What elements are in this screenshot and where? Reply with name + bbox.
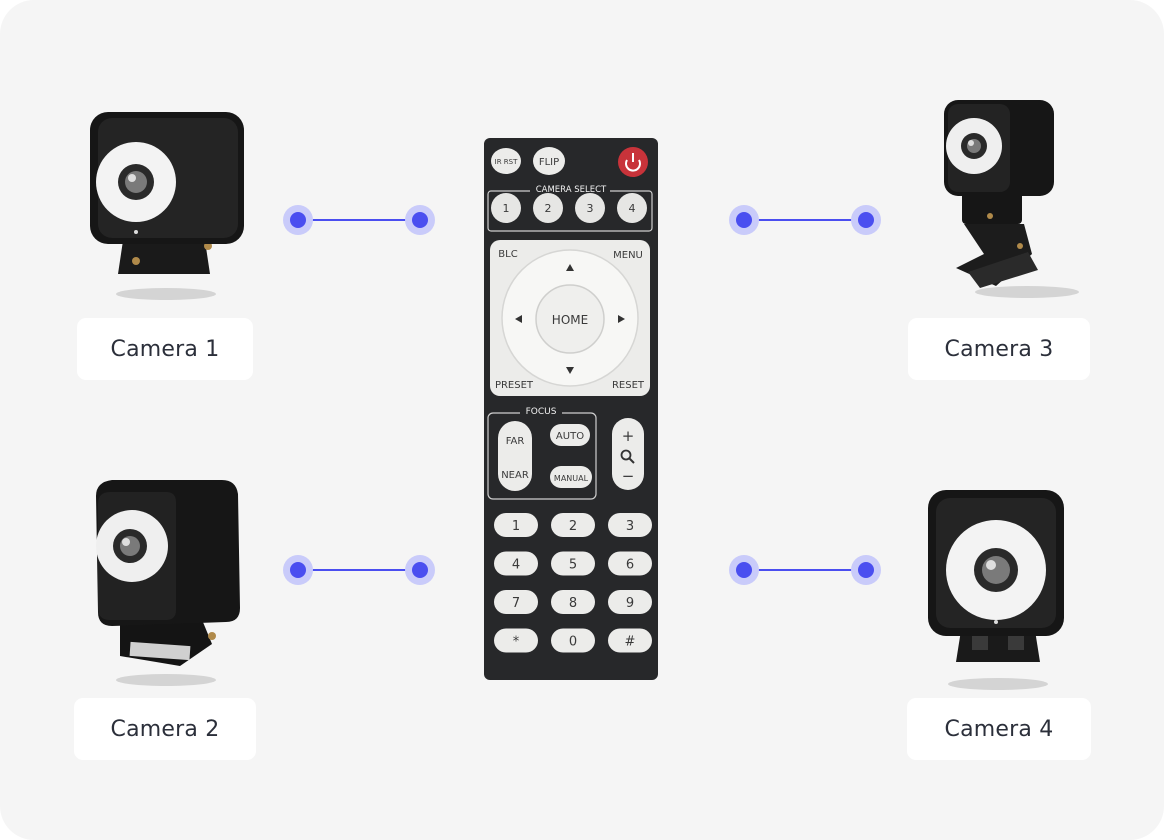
camera-select-3-label: 3 (587, 202, 594, 215)
connector-camera-4 (729, 555, 881, 585)
keypad-key[interactable]: # (608, 628, 652, 653)
camera-select-2-button[interactable]: 2 (533, 193, 563, 223)
near-button[interactable]: NEAR (501, 470, 529, 481)
keypad-key[interactable]: 9 (608, 590, 652, 614)
ir-rst-label: IR RST (495, 158, 518, 166)
preset-label[interactable]: PRESET (495, 380, 534, 391)
flip-label: FLIP (539, 157, 559, 168)
connector-camera-2 (283, 555, 435, 585)
manual-label: MANUAL (554, 474, 589, 483)
home-label: HOME (552, 313, 588, 327)
keypad-key-label: # (625, 635, 636, 650)
keypad-key-label: 6 (626, 558, 634, 573)
ir-rst-button[interactable]: IR RST (491, 148, 521, 174)
focus-label: FOCUS (526, 407, 557, 417)
camera-3-image (944, 100, 1079, 298)
keypad-key[interactable]: 1 (494, 513, 538, 537)
arrow-right-icon[interactable] (618, 315, 625, 323)
keypad-key-label: 0 (569, 635, 577, 650)
far-button[interactable]: FAR (506, 436, 525, 447)
flip-button[interactable]: FLIP (533, 147, 565, 175)
auto-button[interactable]: AUTO (550, 424, 590, 446)
keypad-key-label: 8 (569, 596, 577, 611)
manual-button[interactable]: MANUAL (550, 466, 592, 488)
camera-3-label: Camera 3 (908, 318, 1090, 380)
arrow-up-icon[interactable] (566, 264, 574, 271)
camera-2-label: Camera 2 (74, 698, 256, 760)
camera-1-label: Camera 1 (77, 318, 253, 380)
keypad-key-label: 2 (569, 519, 577, 534)
camera-4-label: Camera 4 (907, 698, 1091, 760)
keypad-key[interactable]: 6 (608, 551, 652, 576)
camera-select-1-button[interactable]: 1 (491, 193, 521, 223)
connector-camera-3 (729, 205, 881, 235)
keypad-key[interactable]: 5 (551, 551, 595, 576)
zoom-out-button[interactable]: − (622, 467, 635, 485)
keypad-key-label: 7 (512, 596, 520, 611)
keypad-key[interactable]: 8 (551, 590, 595, 614)
magnifier-icon (620, 449, 635, 464)
remote-control: IR RST FLIP CAMERA SELECT 1 2 3 4 (484, 138, 658, 680)
home-button[interactable]: HOME (535, 284, 605, 354)
arrow-left-icon[interactable] (515, 315, 522, 323)
keypad-key[interactable]: 0 (551, 628, 595, 653)
camera-4-image (928, 490, 1064, 690)
keypad-key-label: 9 (626, 596, 634, 611)
camera-select-label: CAMERA SELECT (536, 185, 607, 195)
keypad-key-label: 4 (512, 558, 520, 573)
arrow-down-icon[interactable] (566, 367, 574, 374)
auto-label: AUTO (556, 431, 584, 442)
camera-select-1-label: 1 (503, 202, 510, 215)
keypad-key-label: * (513, 635, 520, 650)
keypad-key-label: 1 (512, 519, 520, 534)
camera-select-3-button[interactable]: 3 (575, 193, 605, 223)
menu-label[interactable]: MENU (613, 250, 643, 261)
keypad-key[interactable]: * (494, 628, 538, 653)
keypad-key-label: 3 (626, 519, 634, 534)
connector-camera-1 (283, 205, 435, 235)
keypad-key-label: 5 (569, 558, 577, 573)
keypad-key[interactable]: 7 (494, 590, 538, 614)
keypad: 1 2 3 4 5 6 7 8 9 * 0 # (494, 513, 652, 653)
camera-select-4-label: 4 (629, 202, 636, 215)
power-icon[interactable] (618, 147, 648, 177)
keypad-key[interactable]: 4 (494, 551, 538, 576)
blc-label[interactable]: BLC (498, 249, 517, 260)
zoom-in-button[interactable]: + (622, 427, 635, 445)
camera-select-4-button[interactable]: 4 (617, 193, 647, 223)
camera-1-image (90, 112, 244, 300)
camera-2-image (96, 480, 240, 686)
camera-select-2-label: 2 (545, 202, 552, 215)
keypad-key[interactable]: 3 (608, 513, 652, 537)
reset-label[interactable]: RESET (612, 380, 645, 391)
keypad-key[interactable]: 2 (551, 513, 595, 537)
